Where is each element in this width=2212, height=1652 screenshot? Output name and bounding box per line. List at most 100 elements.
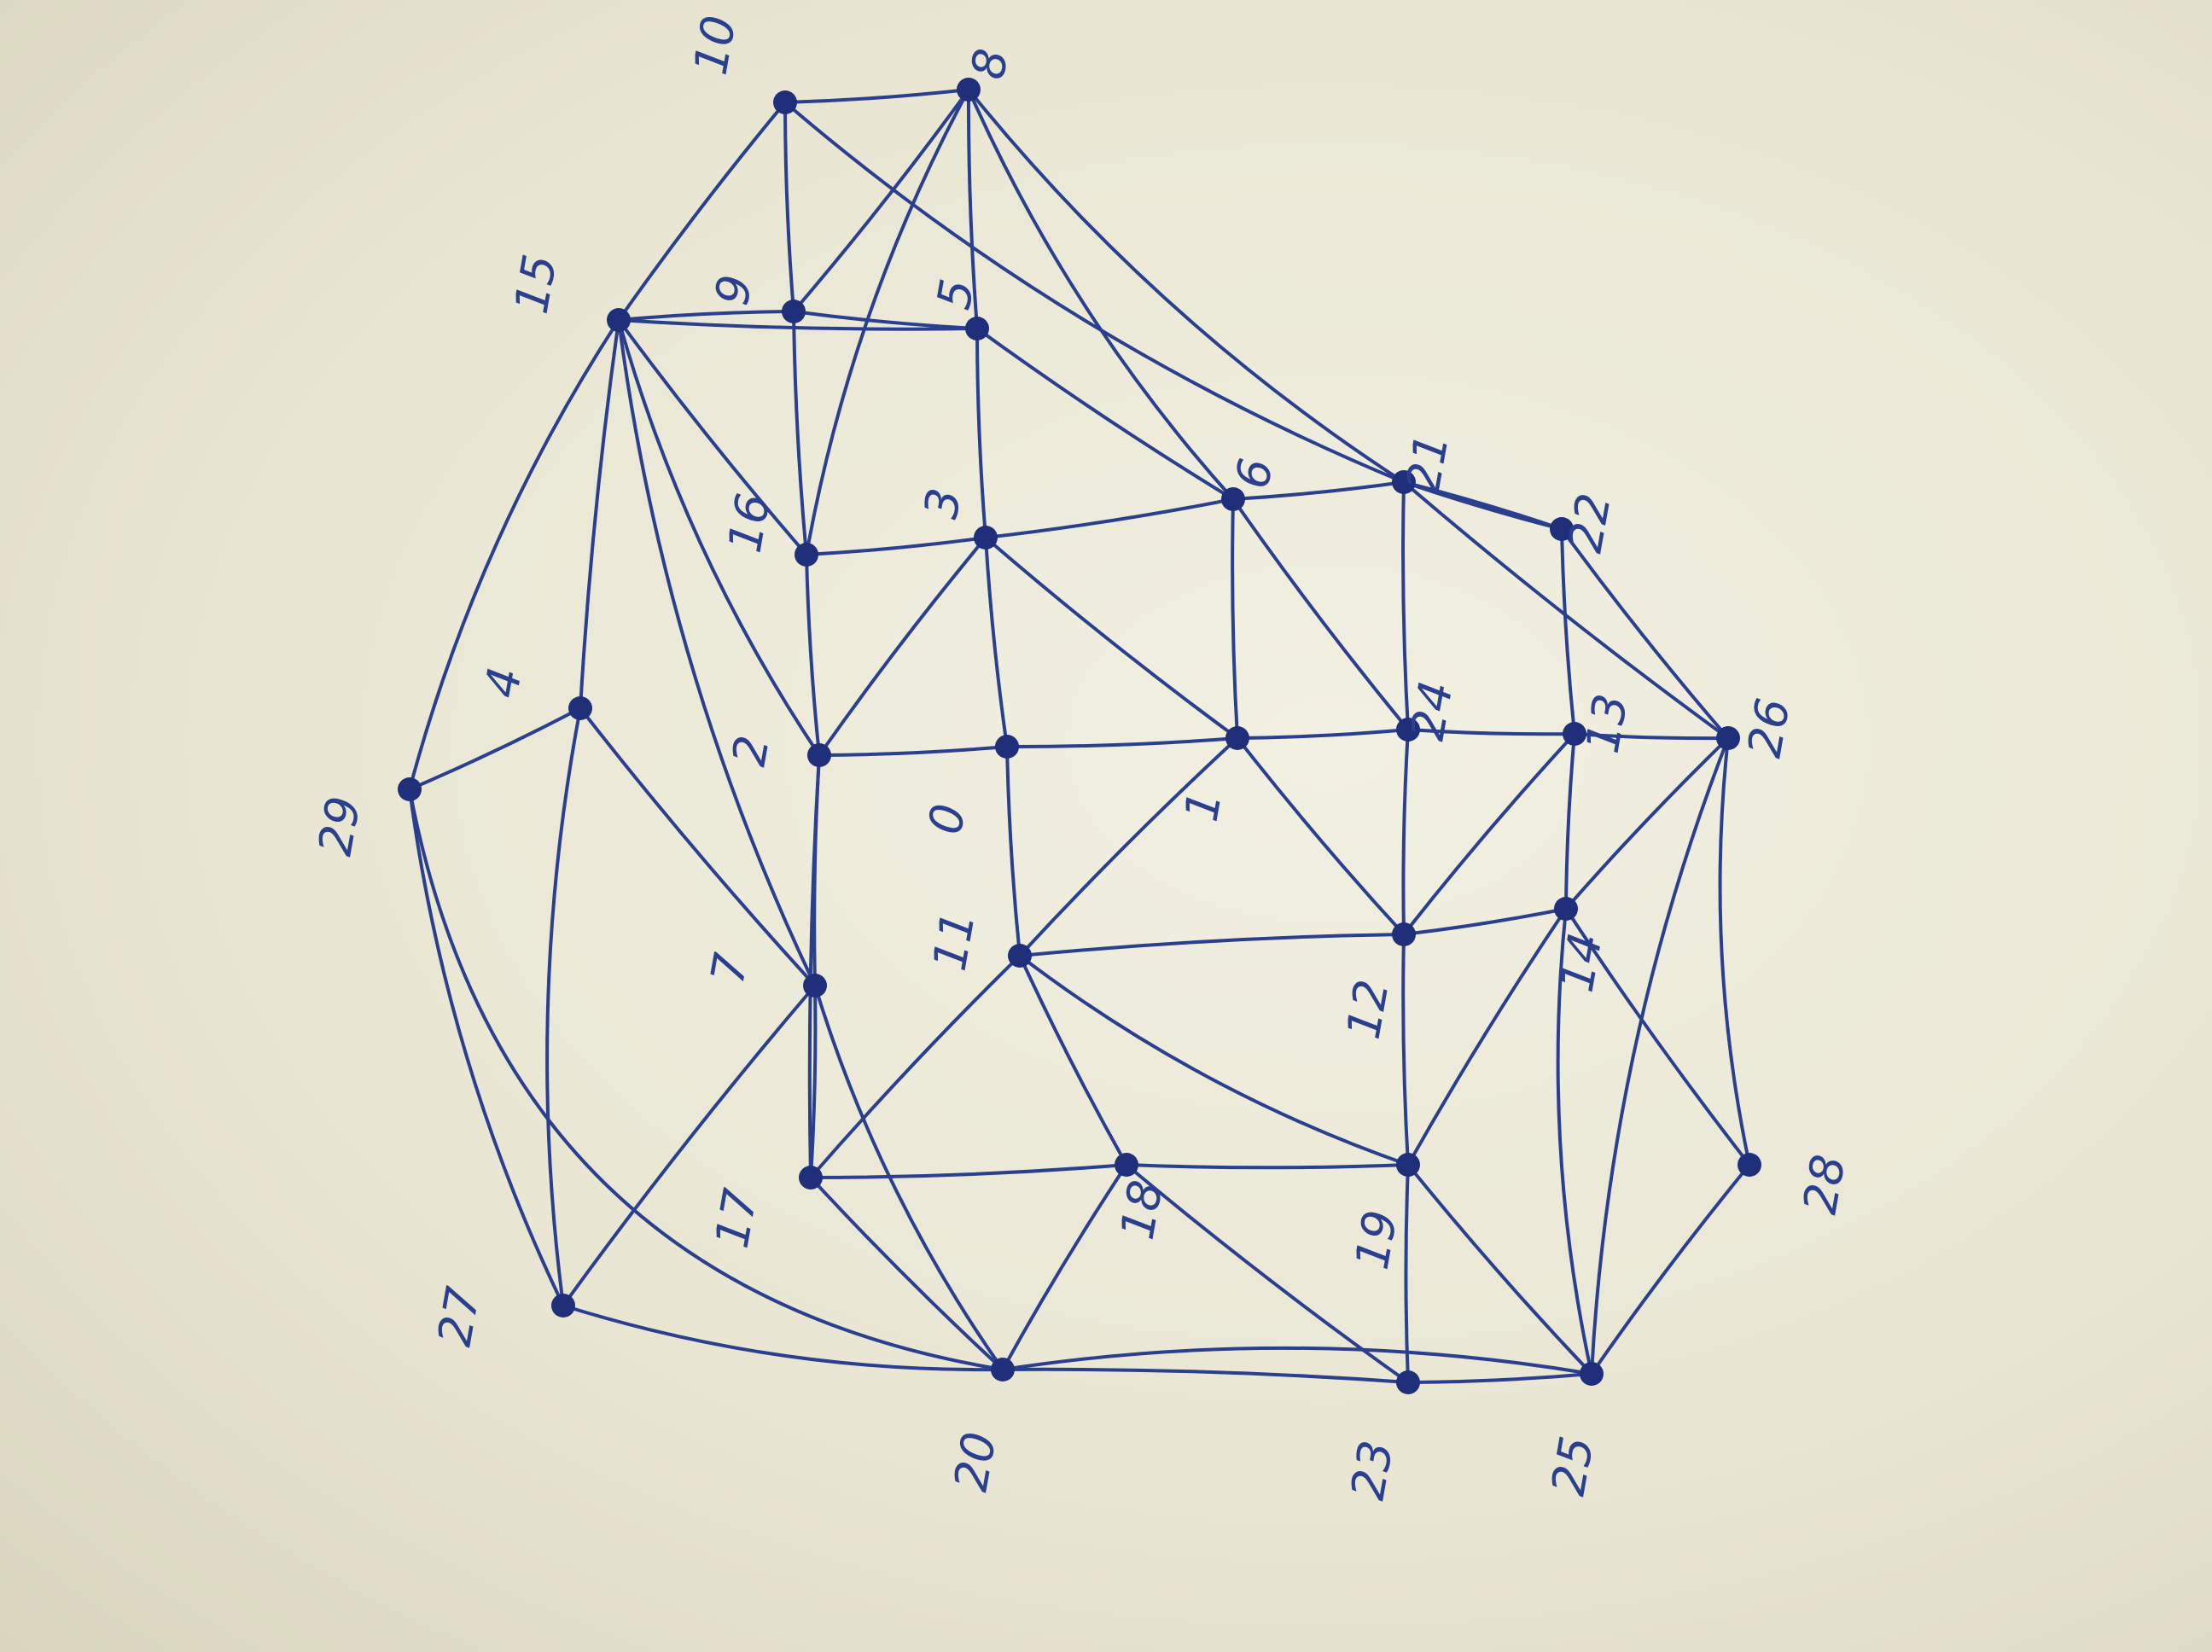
node-12 [1392, 922, 1416, 946]
node-8 [957, 78, 981, 102]
node-6 [1221, 487, 1245, 511]
node-label-13: 13 [1575, 690, 1639, 758]
edge-13-14 [1564, 732, 1576, 910]
edge-15-5 [617, 318, 979, 331]
edge-14-19 [1406, 907, 1568, 1166]
edge-9-15 [617, 310, 795, 322]
edge-17-20 [809, 1176, 1004, 1371]
edge-16-3 [805, 536, 987, 556]
edge-3-6 [984, 497, 1235, 539]
edge-8-21 [967, 88, 1406, 484]
edge-22-13 [1560, 527, 1576, 736]
edge-15-29 [408, 318, 620, 791]
edge-3-2 [818, 536, 987, 757]
edge-3-1 [984, 536, 1239, 740]
node-label-8: 8 [961, 44, 1019, 83]
edge-18-20 [1001, 1163, 1128, 1371]
node-27 [551, 1294, 575, 1318]
node-2 [807, 743, 831, 767]
edge-0-11 [1005, 745, 1022, 957]
node-26 [1716, 726, 1740, 750]
edge-15-16 [617, 318, 808, 556]
edge-6-21 [1231, 480, 1406, 501]
node-label-6: 6 [1225, 454, 1284, 492]
edge-6-24 [1231, 497, 1410, 731]
edge-12-14 [1402, 907, 1568, 936]
node-label-4: 4 [474, 663, 533, 701]
edge-8-16 [805, 88, 970, 556]
node-24 [1396, 718, 1420, 742]
node-label-3: 3 [914, 484, 972, 522]
edge-9-8 [792, 88, 970, 313]
node-label-24: 24 [1400, 678, 1464, 745]
edge-13-12 [1402, 732, 1576, 936]
node-28 [1738, 1153, 1761, 1177]
node-label-9: 9 [705, 270, 763, 309]
node-label-7: 7 [701, 949, 759, 987]
node-25 [1580, 1362, 1604, 1386]
node-label-11: 11 [923, 908, 986, 975]
node-4 [568, 696, 592, 720]
edge-1-11 [1018, 736, 1239, 957]
edge-6-1 [1231, 497, 1239, 740]
edge-2-17 [807, 753, 821, 1179]
edge-10-21 [783, 101, 1406, 484]
edge-21-26 [1402, 480, 1730, 740]
edge-29-20 [408, 788, 1004, 1371]
node-9 [782, 300, 806, 323]
edge-29-4 [408, 707, 582, 791]
node-label-12: 12 [1336, 976, 1400, 1044]
node-label-25: 25 [1541, 1433, 1604, 1500]
edge-24-12 [1401, 728, 1410, 936]
node-21 [1392, 470, 1416, 494]
edge-11-19 [1018, 954, 1410, 1166]
edge-16-2 [805, 553, 821, 757]
node-label-20: 20 [944, 1428, 1007, 1496]
edge-17-7 [809, 984, 818, 1179]
node-label-5: 5 [927, 275, 985, 313]
node-label-0: 0 [918, 800, 976, 838]
edge-1-12 [1236, 736, 1406, 936]
edge-4-27 [545, 707, 582, 1307]
edge-18-23 [1125, 1163, 1410, 1384]
node-22 [1550, 517, 1574, 541]
node-16 [795, 543, 818, 567]
node-label-26: 26 [1738, 695, 1801, 762]
node-20 [991, 1358, 1015, 1382]
edges-layer [408, 88, 1751, 1384]
edge-13-26 [1573, 732, 1730, 741]
edge-26-14 [1564, 736, 1730, 910]
edge-28-25 [1590, 1163, 1751, 1376]
node-label-29: 29 [308, 793, 371, 860]
node-label-28: 28 [1793, 1151, 1856, 1219]
edge-2-0 [818, 745, 1009, 757]
edge-0-1 [1005, 736, 1239, 749]
node-label-22: 22 [1558, 490, 1621, 557]
edge-7-20 [813, 984, 1004, 1371]
edge-22-21 [1402, 480, 1563, 531]
node-15 [607, 308, 631, 332]
edge-26-28 [1718, 736, 1751, 1166]
node-label-1: 1 [1174, 787, 1232, 825]
edge-12-19 [1401, 933, 1410, 1166]
edge-15-7 [617, 318, 817, 987]
edge-22-26 [1560, 527, 1730, 740]
node-label-18: 18 [1110, 1177, 1173, 1244]
edge-10-8 [783, 88, 970, 104]
node-label-27: 27 [428, 1283, 491, 1351]
edge-14-28 [1564, 907, 1751, 1166]
edge-17-18 [809, 1163, 1128, 1179]
node-label-10: 10 [684, 12, 747, 79]
edge-11-18 [1018, 954, 1128, 1166]
nodes-layer [398, 78, 1761, 1394]
edge-24-13 [1406, 728, 1576, 736]
node-17 [799, 1166, 823, 1190]
edge-1-24 [1236, 728, 1410, 740]
edge-12-11 [1018, 933, 1406, 957]
node-10 [773, 90, 797, 114]
edge-10-9 [783, 101, 795, 313]
edge-9-5 [792, 310, 979, 330]
node-label-21: 21 [1396, 430, 1459, 497]
